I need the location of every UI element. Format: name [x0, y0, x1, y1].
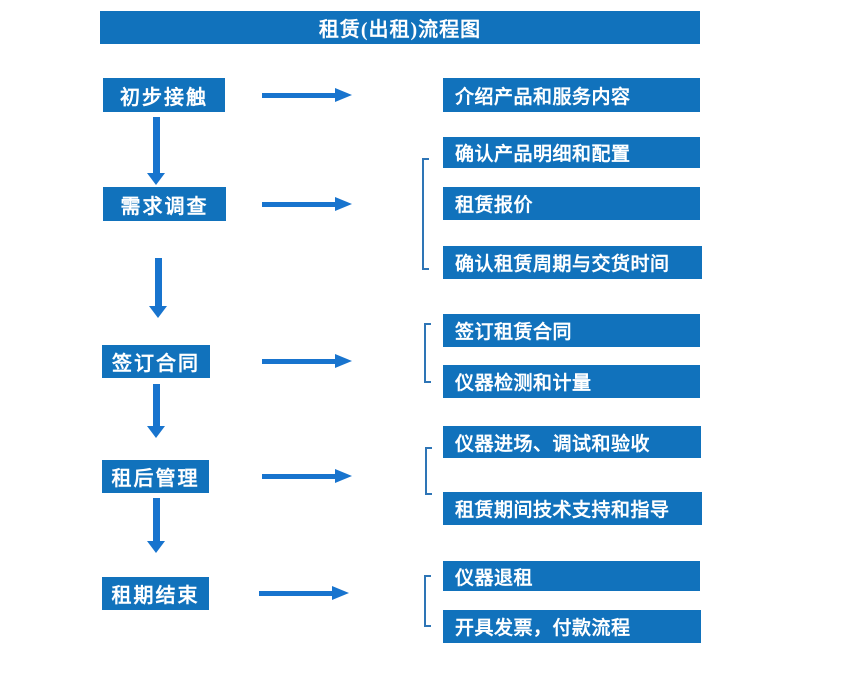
arrow-head: [149, 306, 167, 318]
output-box-rental-quotation: 租赁报价: [443, 187, 700, 220]
bracket-connector: [422, 158, 429, 270]
bracket-connector: [425, 447, 432, 495]
output-box-introduce-products-services: 介绍产品和服务内容: [443, 78, 700, 112]
step-box-demand-survey: 需求调查: [103, 187, 226, 221]
output-box-invoice-payment-process: 开具发票，付款流程: [443, 610, 701, 643]
arrow-right-icon: [259, 586, 349, 600]
arrow-down-icon: [147, 384, 166, 438]
arrow-shaft: [262, 474, 336, 479]
arrow-head: [147, 541, 165, 553]
arrow-right-icon: [262, 354, 352, 368]
arrow-shaft: [153, 498, 160, 541]
arrow-head: [335, 88, 352, 102]
arrow-head: [147, 173, 165, 185]
output-box-instrument-setup-acceptance: 仪器进场、调试和验收: [443, 426, 701, 458]
arrow-right-icon: [262, 469, 352, 483]
arrow-head: [335, 469, 352, 483]
arrow-down-icon: [147, 498, 166, 553]
output-box-technical-support-guidance: 租赁期间技术支持和指导: [443, 492, 702, 525]
arrow-down-icon: [147, 117, 166, 185]
arrow-head: [335, 197, 352, 211]
arrow-right-icon: [262, 88, 352, 102]
flowchart-title: 租赁(出租)流程图: [100, 11, 700, 44]
arrow-shaft: [153, 117, 160, 173]
arrow-right-icon: [262, 197, 352, 211]
output-box-instrument-return: 仪器退租: [443, 561, 700, 591]
step-box-sign-contract: 签订合同: [102, 345, 210, 378]
arrow-shaft: [259, 591, 333, 596]
arrow-head: [335, 354, 352, 368]
step-box-post-rental-management: 租后管理: [102, 460, 209, 493]
arrow-shaft: [262, 202, 336, 207]
bracket-connector: [424, 323, 431, 383]
output-box-instrument-testing-measurement: 仪器检测和计量: [443, 365, 700, 398]
arrow-shaft: [155, 258, 162, 306]
bracket-connector: [424, 575, 431, 627]
arrow-down-icon: [149, 258, 168, 318]
arrow-shaft: [262, 359, 336, 364]
arrow-shaft: [262, 93, 336, 98]
arrow-head: [147, 426, 165, 438]
step-box-lease-end: 租期结束: [102, 577, 209, 610]
output-box-confirm-product-details: 确认产品明细和配置: [443, 137, 700, 168]
output-box-sign-rental-contract: 签订租赁合同: [443, 314, 700, 347]
step-box-initial-contact: 初步接触: [103, 78, 225, 112]
arrow-head: [332, 586, 349, 600]
output-box-confirm-rental-period-delivery: 确认租赁周期与交货时间: [443, 246, 702, 279]
arrow-shaft: [153, 384, 160, 426]
